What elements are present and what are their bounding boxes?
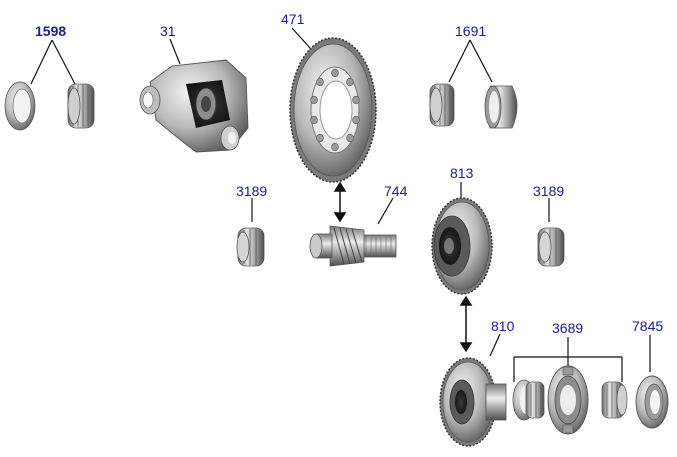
part-3189-left-bearing	[236, 227, 265, 267]
label-part-3189-left: 3189	[236, 183, 268, 199]
part-31-differential-case	[139, 59, 249, 153]
part-3689-bearing-cone-right	[601, 381, 628, 419]
label-part-471: 471	[281, 11, 305, 27]
part-471-ring-gear	[289, 37, 377, 183]
part-1691-bearing-cup	[484, 85, 518, 129]
part-810-output-gear	[439, 357, 507, 447]
label-part-744: 744	[384, 183, 408, 199]
label-part-31: 31	[160, 23, 176, 39]
double-arrow-upper	[333, 181, 347, 223]
leader-3689	[513, 337, 623, 382]
part-7845-seal-ring	[635, 375, 669, 429]
leader-744	[377, 197, 394, 225]
leader-1598	[30, 39, 76, 85]
label-part-3189-right: 3189	[533, 183, 565, 199]
label-part-3689: 3689	[552, 320, 584, 336]
part-3689-bearing-housing	[547, 365, 589, 435]
double-arrow-lower	[459, 295, 473, 353]
label-part-813: 813	[450, 165, 474, 181]
label-part-1691: 1691	[455, 23, 487, 39]
leader-31	[169, 38, 181, 65]
leader-471	[291, 27, 311, 49]
label-part-810: 810	[491, 318, 515, 334]
part-1691-bearing-cone	[429, 83, 455, 127]
part-744-pinion-shaft	[309, 225, 397, 267]
leader-lines	[30, 27, 651, 382]
leader-810	[489, 333, 501, 357]
label-part-1598: 1598	[35, 23, 67, 39]
part-1598-bearing-cup	[4, 81, 36, 131]
part-3689-bearing-cone-left	[525, 381, 545, 419]
part-1598-bearing-cone	[67, 83, 95, 129]
part-3189-right-bearing	[537, 227, 565, 267]
label-part-7845: 7845	[632, 318, 664, 334]
leader-1691	[448, 39, 493, 83]
part-813-transfer-gear	[431, 197, 493, 295]
